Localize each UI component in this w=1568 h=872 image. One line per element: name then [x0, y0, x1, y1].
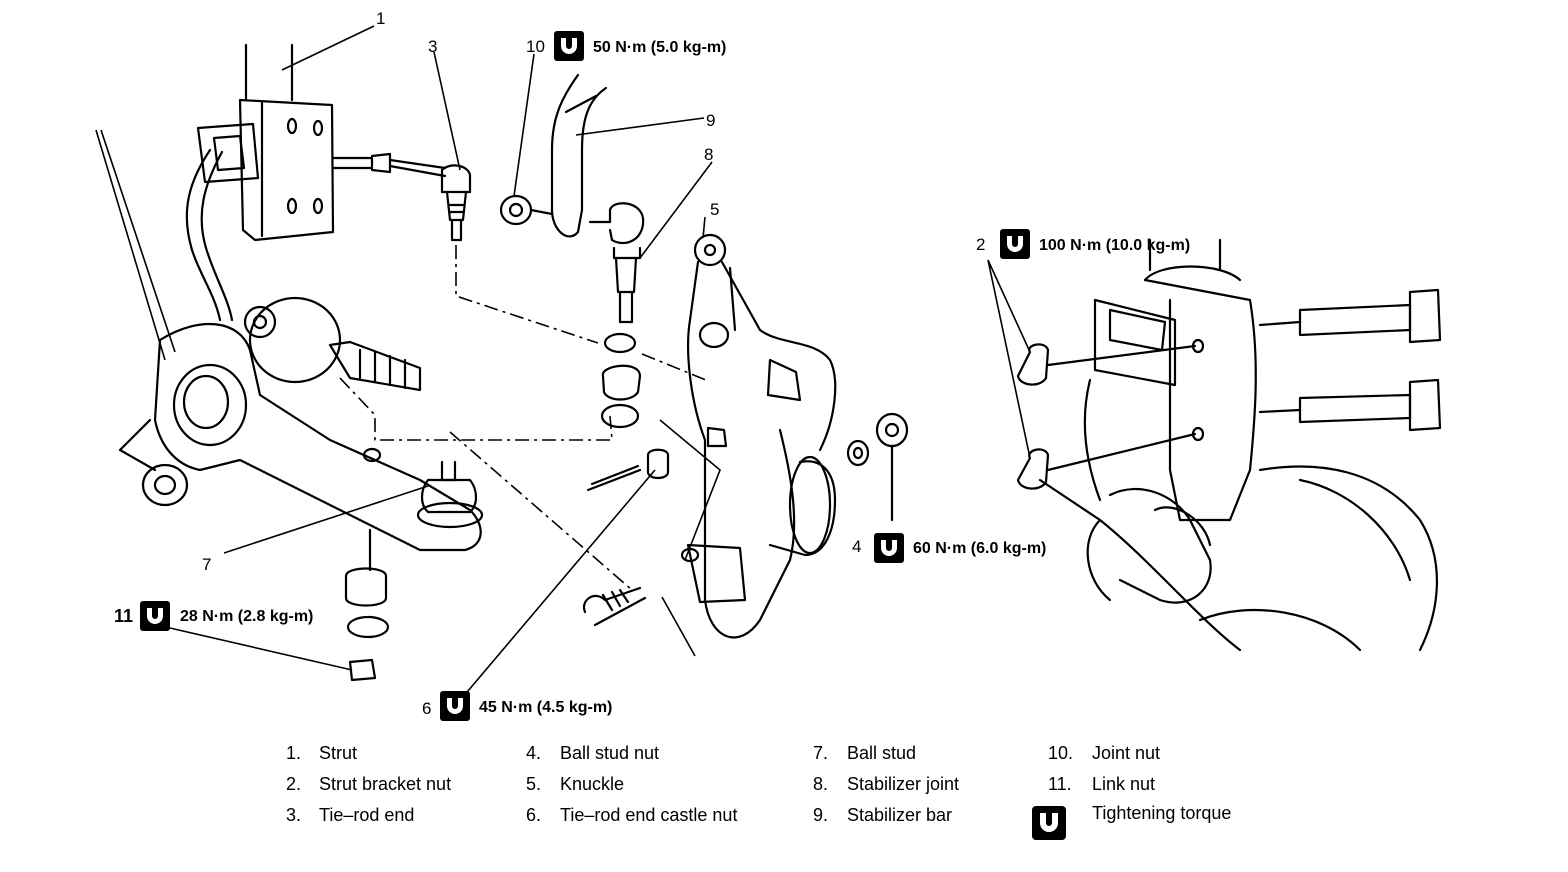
strut-bracket-assembly-drawing [1016, 238, 1442, 652]
legend-name: Tie–rod end castle nut [560, 805, 738, 825]
legend-number: 3. [286, 805, 302, 825]
legend-number: 10. [1048, 743, 1074, 763]
torque-value-2: 100 N·m (10.0 kg-m) [1039, 237, 1190, 254]
legend-name: Knuckle [560, 774, 625, 794]
callout-8: 8 [704, 145, 713, 164]
tightening-torque-icon [1032, 806, 1066, 840]
legend-name: Ball stud [847, 743, 917, 763]
ball-stud-nut-drawing [846, 412, 909, 522]
legend-number: 9. [813, 805, 829, 825]
parts-legend: 1. Strut 2. Strut bracket nut 3. Tie–rod… [286, 742, 1286, 852]
callout-4: 4 [852, 537, 861, 556]
legend-number: 1. [286, 743, 302, 763]
legend-name: Tightening torque [1092, 803, 1232, 823]
tightening-torque-icon [440, 691, 470, 721]
torque-value-11: 28 N·m (2.8 kg-m) [180, 608, 313, 625]
legend-name: Joint nut [1092, 743, 1161, 763]
legend-name: Tie–rod end [319, 805, 415, 825]
legend-number: 4. [526, 743, 542, 763]
tightening-torque-icon [140, 601, 170, 631]
lower-arm-drawing [118, 322, 484, 552]
legend-name: Strut [319, 743, 358, 763]
callout-7: 7 [202, 555, 211, 574]
legend-number: 2. [286, 774, 302, 794]
legend-name: Stabilizer bar [847, 805, 953, 825]
legend-name: Ball stud nut [560, 743, 660, 763]
legend-number: 7. [813, 743, 829, 763]
front-bushing-drawing [243, 296, 422, 392]
callout-6: 6 [422, 699, 431, 718]
legend-number: 5. [526, 774, 542, 794]
callout-10: 10 [526, 37, 545, 56]
link-bushing-drawing [344, 528, 390, 682]
legend-number: 8. [813, 774, 829, 794]
tightening-torque-icon [1000, 229, 1030, 259]
torque-value-6: 45 N·m (4.5 kg-m) [479, 699, 612, 716]
callout-9: 9 [706, 111, 715, 130]
castle-nut-drawing [582, 448, 670, 627]
legend-number: 6. [526, 805, 542, 825]
callout-1: 1 [376, 9, 385, 28]
legend-name: Strut bracket nut [319, 774, 452, 794]
tightening-torque-icon [874, 533, 904, 563]
stabilizer-bar-drawing [499, 73, 645, 429]
callout-3: 3 [428, 37, 437, 56]
legend-name: Link nut [1092, 774, 1156, 794]
legend-number: 11. [1048, 774, 1072, 794]
strut-drawing [185, 43, 447, 322]
callout-11: 11 [114, 606, 133, 626]
knuckle-drawing [680, 233, 837, 639]
torque-value-10: 50 N·m (5.0 kg-m) [593, 39, 726, 56]
callout-5: 5 [710, 200, 719, 219]
tie-rod-end-drawing [440, 164, 472, 242]
torque-value-4: 60 N·m (6.0 kg-m) [913, 540, 1046, 557]
legend-name: Stabilizer joint [847, 774, 960, 794]
callout-2: 2 [976, 235, 985, 254]
tightening-torque-icon [554, 31, 584, 61]
